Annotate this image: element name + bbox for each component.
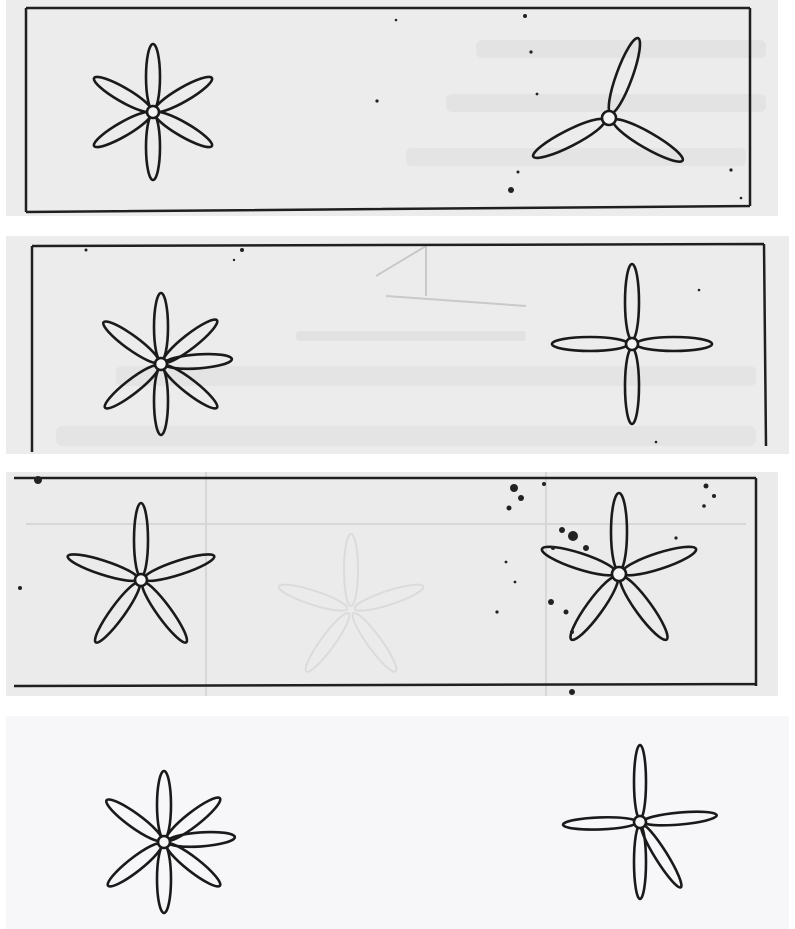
panel-1-canvas: [6, 0, 778, 216]
bleed-through-text: [56, 246, 756, 446]
five-petal-flower-icon: [539, 493, 698, 644]
specks: [85, 248, 701, 443]
four-petal-flower-icon: [552, 264, 712, 424]
panel-frame: [14, 478, 756, 686]
panel-3-canvas: [6, 472, 778, 696]
panel-2-canvas: [6, 236, 789, 454]
panel-4-canvas: [6, 716, 789, 929]
panel-3: [6, 472, 778, 696]
seven-petal-flower-icon: [102, 771, 235, 913]
six-petal-flower-icon: [91, 44, 216, 180]
panel-2: [6, 236, 789, 454]
four-petal-flower-icon: [563, 745, 717, 899]
panel-4: [6, 716, 789, 929]
bleed-through-text: [406, 40, 766, 166]
bleed-through-figure: [277, 534, 426, 676]
panel-frame: [32, 244, 766, 452]
seven-petal-flower-icon: [99, 293, 232, 435]
panel-1: [6, 0, 778, 216]
